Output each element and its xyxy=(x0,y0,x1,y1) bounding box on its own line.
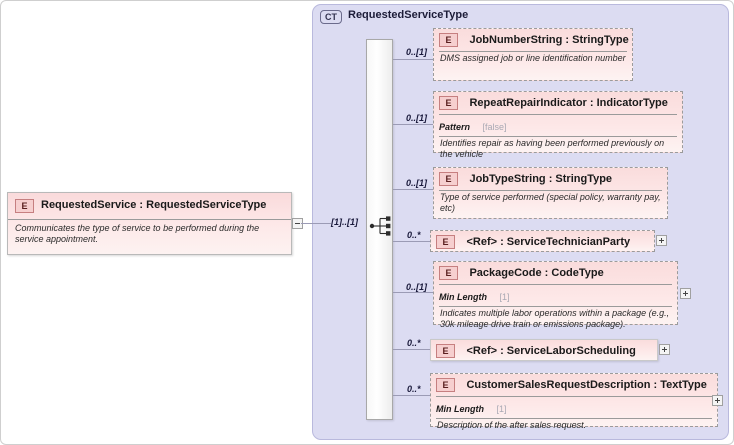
element-badge-icon: E xyxy=(436,234,455,249)
connector-child-6 xyxy=(393,395,430,396)
facet-value: [1] xyxy=(496,404,507,414)
element-description: Indicates multiple labor operations with… xyxy=(434,307,677,332)
element-name: <Ref> : ServiceLaborScheduling xyxy=(466,344,636,357)
element-name: JobNumberString : StringType xyxy=(469,33,629,46)
divider xyxy=(439,190,662,191)
element-badge-icon: E xyxy=(439,171,458,186)
divider xyxy=(436,396,712,397)
cardinality-child-4: 0..[1] xyxy=(406,282,428,292)
connector-child-1 xyxy=(393,124,433,125)
root-element-header: E RequestedService : RequestedServiceTyp… xyxy=(8,193,291,220)
element-name: CustomerSalesRequestDescription : TextTy… xyxy=(466,378,707,391)
expand-toggle-customer-sales-request-description[interactable] xyxy=(712,395,723,406)
element-customer-sales-request-description[interactable]: E CustomerSalesRequestDescription : Text… xyxy=(430,373,718,430)
root-element-name: RequestedService : RequestedServiceType xyxy=(41,199,267,211)
element-header: E <Ref> : ServiceTechnicianParty xyxy=(431,231,654,253)
element-name: PackageCode : CodeType xyxy=(469,266,604,279)
element-description: Description of the after sales request. xyxy=(431,419,717,433)
element-annotation: Indicates multiple labor operations with… xyxy=(440,308,670,329)
element-name: <Ref> : ServiceTechnicianParty xyxy=(466,235,631,248)
element-ref-service-labor-scheduling[interactable]: E <Ref> : ServiceLaborScheduling xyxy=(430,339,658,361)
cardinality-compositor: [1]..[1] xyxy=(331,217,358,227)
element-description: Identifies repair as having been perform… xyxy=(434,137,682,162)
divider xyxy=(439,136,677,137)
expand-toggle-ref-service-labor-scheduling[interactable] xyxy=(659,344,670,355)
element-badge-icon: E xyxy=(436,377,455,392)
expand-toggle-package-code[interactable] xyxy=(680,288,691,299)
facet-value: [1] xyxy=(499,292,510,302)
element-header: E PackageCode : CodeType xyxy=(434,262,677,284)
root-element-annotation: Communicates the type of service to be p… xyxy=(15,223,260,244)
cardinality-child-2: 0..[1] xyxy=(406,178,428,188)
element-package-code[interactable]: E PackageCode : CodeType Min Length [1] … xyxy=(433,261,678,329)
element-badge-icon: E xyxy=(439,265,458,280)
element-name: JobTypeString : StringType xyxy=(469,172,613,185)
divider xyxy=(439,306,672,307)
element-annotation: DMS assigned job or line identification … xyxy=(440,53,626,63)
complextype-badge-icon: CT xyxy=(320,10,342,24)
cardinality-child-3: 0..* xyxy=(407,230,421,240)
divider xyxy=(436,418,712,419)
element-header: E JobTypeString : StringType xyxy=(434,168,667,190)
sequence-icon xyxy=(369,216,391,236)
element-name: RepeatRepairIndicator : IndicatorType xyxy=(469,96,668,109)
element-header: E <Ref> : ServiceLaborScheduling xyxy=(431,340,657,362)
facet-name: Min Length xyxy=(436,404,484,414)
divider xyxy=(439,114,677,115)
facet-value: [false] xyxy=(482,122,507,132)
facet-row: Min Length [1] xyxy=(434,285,677,306)
element-annotation: Description of the after sales request. xyxy=(437,420,587,430)
facet-name: Min Length xyxy=(439,292,487,302)
connector-child-2 xyxy=(393,189,433,190)
connector-child-5 xyxy=(393,349,430,350)
facet-name: Pattern xyxy=(439,122,471,132)
element-badge-icon: E xyxy=(15,199,34,213)
connector-compositor-left xyxy=(301,223,331,224)
connector-child-4 xyxy=(393,292,433,293)
element-description: DMS assigned job or line identification … xyxy=(434,52,632,66)
cardinality-child-5: 0..* xyxy=(407,338,421,348)
divider xyxy=(439,284,672,285)
element-description: Type of service performed (special polic… xyxy=(434,191,667,216)
element-header: E JobNumberString : StringType xyxy=(434,29,632,51)
root-element-requested-service[interactable]: E RequestedService : RequestedServiceTyp… xyxy=(7,192,292,255)
element-badge-icon: E xyxy=(439,95,458,110)
element-job-number-string[interactable]: E JobNumberString : StringType DMS assig… xyxy=(433,28,633,81)
expand-toggle-ref-service-technician-party[interactable] xyxy=(656,235,667,246)
element-ref-service-technician-party[interactable]: E <Ref> : ServiceTechnicianParty xyxy=(430,230,655,252)
root-element-body: Communicates the type of service to be p… xyxy=(8,220,291,245)
element-repeat-repair-indicator[interactable]: E RepeatRepairIndicator : IndicatorType … xyxy=(433,91,683,159)
element-header: E RepeatRepairIndicator : IndicatorType xyxy=(434,92,682,114)
cardinality-child-0: 0..[1] xyxy=(406,47,428,57)
element-badge-icon: E xyxy=(439,32,458,47)
connector-child-0 xyxy=(393,59,433,60)
connector-child-3 xyxy=(393,241,430,242)
element-job-type-string[interactable]: E JobTypeString : StringType Type of ser… xyxy=(433,167,668,219)
divider xyxy=(439,51,627,52)
complextype-title: RequestedServiceType xyxy=(348,9,469,21)
facet-row: Min Length [1] xyxy=(431,397,717,418)
cardinality-child-1: 0..[1] xyxy=(406,113,428,123)
element-annotation: Identifies repair as having been perform… xyxy=(440,138,665,159)
cardinality-child-6: 0..* xyxy=(407,384,421,394)
element-header: E CustomerSalesRequestDescription : Text… xyxy=(431,374,717,396)
facet-row: Pattern [false] xyxy=(434,115,682,136)
element-annotation: Type of service performed (special polic… xyxy=(440,192,661,213)
element-badge-icon: E xyxy=(436,343,455,358)
